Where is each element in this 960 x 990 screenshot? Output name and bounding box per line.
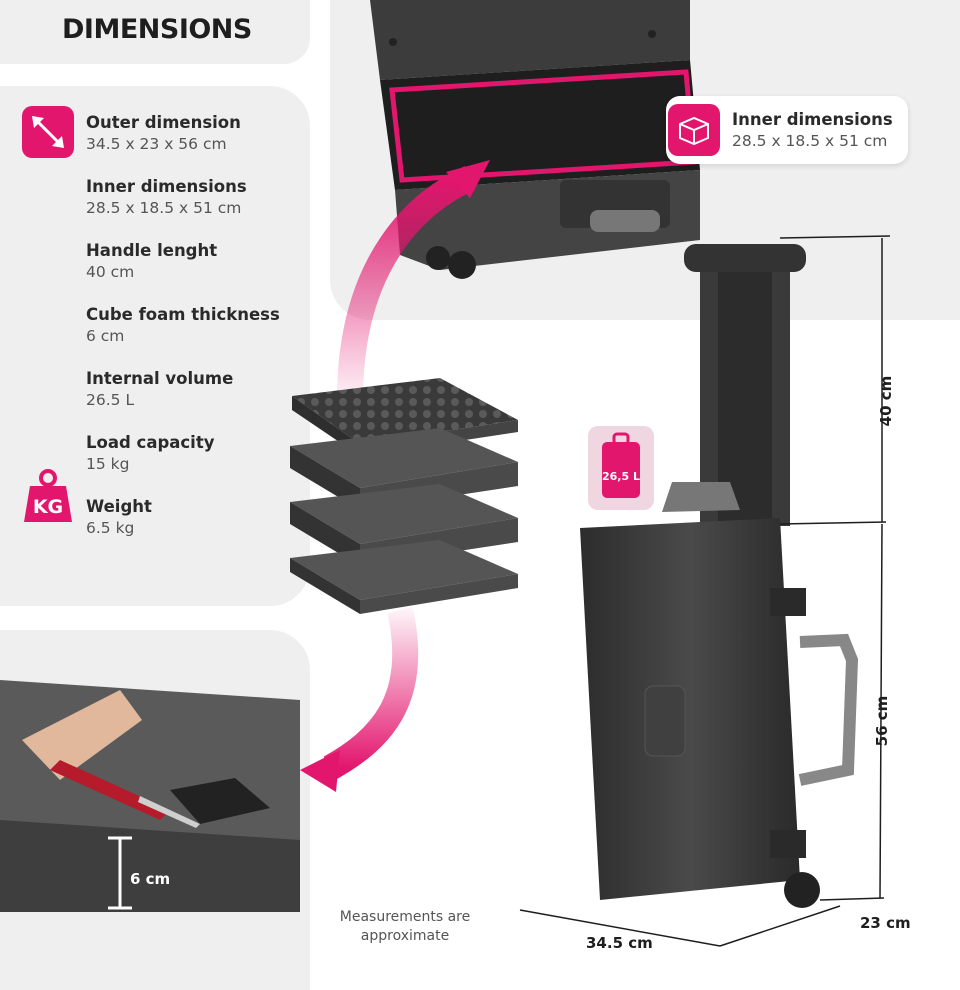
- volume-badge: 26,5 L: [588, 426, 654, 510]
- curved-arrow-down: [323, 607, 419, 780]
- spec-label: Outer dimension: [86, 113, 241, 132]
- spec-value: 40 cm: [86, 263, 135, 281]
- measurement-note: Measurements are approximate: [339, 909, 471, 944]
- height-dimension-label: 56 cm: [873, 695, 891, 747]
- spec-label: Inner dimensions: [86, 177, 247, 196]
- arrow-head-up: [446, 160, 490, 198]
- spec-handle-length: Handle lenght 40 cm: [86, 241, 306, 283]
- inner-dimensions-badge: Inner dimensions 28.5 x 18.5 x 51 cm: [666, 96, 908, 164]
- badge-value: 28.5 x 18.5 x 51 cm: [732, 132, 888, 150]
- diagonal-arrow-icon: [22, 106, 74, 158]
- spec-value: 6.5 kg: [86, 519, 135, 537]
- spec-label: Cube foam thickness: [86, 305, 280, 324]
- page-title: DIMENSIONS: [62, 14, 252, 45]
- foam-layers-illustration: [290, 378, 518, 614]
- spec-value: 15 kg: [86, 455, 130, 473]
- illustration: [0, 0, 891, 947]
- spec-load-capacity: Load capacity 15 kg: [86, 433, 306, 475]
- spec-label: Handle lenght: [86, 241, 218, 260]
- spec-outer-dimension: Outer dimension 34.5 x 23 x 56 cm: [86, 113, 306, 155]
- foam-dimension-label: 6 cm: [130, 870, 171, 888]
- spec-label: Load capacity: [86, 433, 215, 452]
- suitcase-icon: [602, 432, 640, 498]
- width-dimension-label: 34.5 cm: [586, 934, 653, 952]
- foam-cut-illustration: [0, 680, 300, 912]
- spec-value: 26.5 L: [86, 391, 135, 409]
- spec-foam-thickness: Cube foam thickness 6 cm: [86, 305, 306, 347]
- spec-internal-volume: Internal volume 26.5 L: [86, 369, 306, 411]
- spec-label: Internal volume: [86, 369, 234, 388]
- curved-arrow-up: [337, 166, 476, 401]
- spec-value: 28.5 x 18.5 x 51 cm: [86, 199, 242, 217]
- spec-weight: Weight 6.5 kg: [86, 497, 306, 539]
- open-case-illustration: [370, 0, 700, 279]
- spec-inner-dimensions: Inner dimensions 28.5 x 18.5 x 51 cm: [86, 177, 306, 219]
- arrow-head-down: [300, 750, 340, 792]
- spec-label: Weight: [86, 497, 152, 516]
- depth-dimension-label: 23 cm: [860, 914, 911, 932]
- title-panel: DIMENSIONS: [0, 0, 310, 64]
- rolling-case-illustration: [580, 244, 859, 908]
- dimension-lines: [519, 235, 891, 947]
- kg-icon-text: KG: [33, 496, 63, 518]
- box-outline-icon: [668, 104, 720, 156]
- kg-weight-icon: KG: [22, 468, 74, 524]
- handle-dimension-label: 40 cm: [877, 375, 895, 427]
- spec-value: 34.5 x 23 x 56 cm: [86, 135, 227, 153]
- spec-value: 6 cm: [86, 327, 125, 345]
- volume-badge-text: 26,5 L: [602, 470, 640, 483]
- badge-label: Inner dimensions: [732, 110, 893, 129]
